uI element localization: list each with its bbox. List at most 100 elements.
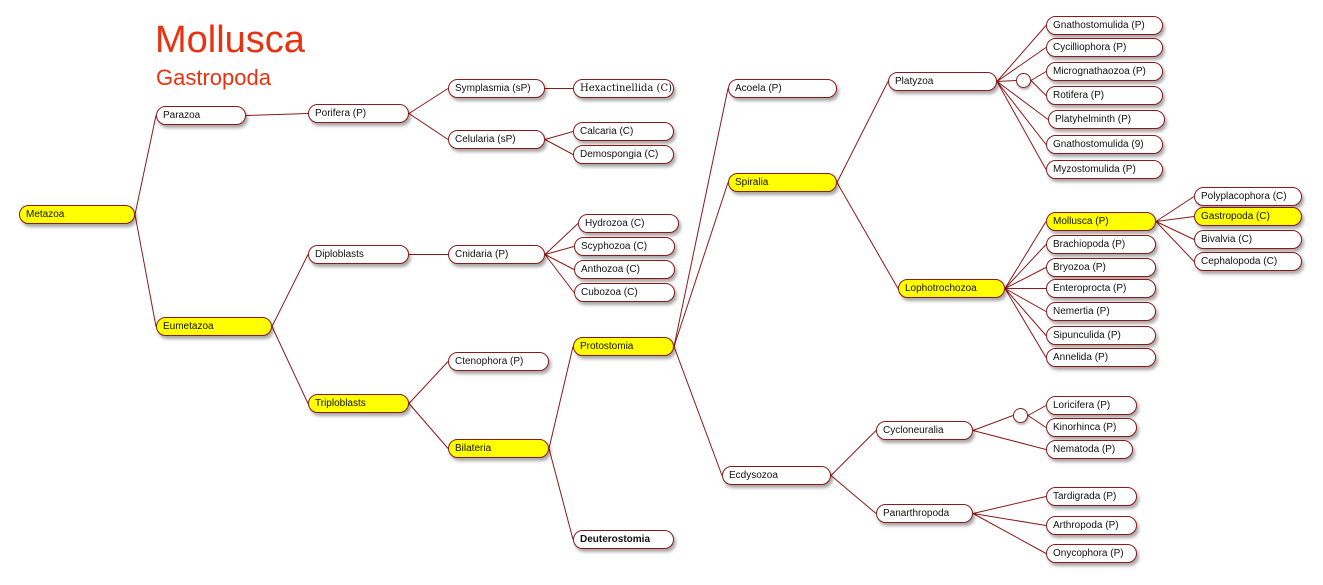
node-calcaria[interactable]: Calcaria (C) [573, 122, 674, 141]
edge-mollusca-cephalopoda [1155, 221, 1195, 262]
edge-mollusca-bivalvia [1155, 221, 1195, 240]
edge-triploblasts-ctenophora [408, 361, 449, 404]
node-anthozoa[interactable]: Anthozoa (C) [574, 260, 675, 279]
node-diploblasts[interactable]: Diploblasts [308, 245, 409, 264]
edge-cycloneuralia-cyclo-circle [972, 415, 1014, 431]
edge-eumetazoa-diploblasts [271, 254, 309, 327]
edge-lophotrochozoa-annelida [1004, 288, 1047, 358]
node-myzostomulida[interactable]: Myzostomulida (P) [1046, 160, 1163, 179]
edge-celularia-demospongia [544, 139, 574, 155]
node-lophotrochozoa[interactable]: Lophotrochozoa [898, 279, 1005, 298]
node-enteroprocta[interactable]: Enteroprocta (P) [1046, 279, 1156, 298]
node-parazoa[interactable]: Parazoa [156, 106, 246, 125]
edge-bilateria-deuterostomia [548, 448, 574, 540]
polytomy-marker [1016, 73, 1031, 88]
node-symplasmia[interactable]: Symplasmia (sP) [448, 79, 545, 98]
node-gnathostomulida-9[interactable]: Gnathostomulida (9) [1046, 135, 1163, 154]
node-ctenophora[interactable]: Ctenophora (P) [448, 352, 549, 371]
edge-celularia-calcaria [544, 131, 574, 140]
node-scyphozoa[interactable]: Scyphozoa (C) [574, 237, 675, 256]
node-tardigrada[interactable]: Tardigrada (P) [1046, 487, 1137, 506]
edge-ecdysozoa-cycloneuralia [830, 430, 877, 476]
edge-platyzoa-platyzoa-circle [996, 80, 1017, 82]
node-protostomia[interactable]: Protostomia [573, 337, 674, 356]
edge-panarthropoda-onycophora [972, 513, 1047, 554]
node-platyhelminth[interactable]: Platyhelminth (P) [1048, 110, 1165, 129]
edge-lophotrochozoa-sipunculida [1004, 288, 1047, 336]
edge-lophotrochozoa-mollusca [1004, 221, 1047, 289]
node-annelida[interactable]: Annelida (P) [1046, 348, 1156, 367]
edge-platyzoa-cycilliophora [996, 47, 1047, 82]
edge-cnidaria-anthozoa [544, 254, 575, 270]
page-subtitle: Gastropoda [156, 65, 271, 90]
node-kinorhinca[interactable]: Kinorhinca (P) [1046, 418, 1137, 437]
edge-bilateria-protostomia [548, 346, 574, 449]
node-cycilliophora[interactable]: Cycilliophora (P) [1046, 38, 1163, 57]
node-spiralia[interactable]: Spiralia [728, 173, 837, 192]
edge-panarthropoda-arthropoda [972, 513, 1047, 526]
node-arthropoda[interactable]: Arthropoda (P) [1046, 516, 1137, 535]
edge-lophotrochozoa-bryozoa [1004, 267, 1047, 289]
node-cubozoa[interactable]: Cubozoa (C) [574, 283, 675, 302]
edge-cnidaria-hydrozoa [544, 223, 579, 255]
node-mollusca[interactable]: Mollusca (P) [1046, 212, 1156, 231]
node-sipunculida[interactable]: Sipunculida (P) [1046, 326, 1156, 345]
node-cephalopoda[interactable]: Cephalopoda (C) [1194, 252, 1302, 271]
edge-mollusca-polyplacophora [1155, 196, 1195, 222]
node-nemertia[interactable]: Nemertia (P) [1046, 302, 1156, 321]
node-nematoda[interactable]: Nematoda (P) [1046, 440, 1133, 459]
node-eumetazoa[interactable]: Eumetazoa [156, 317, 272, 336]
node-acoela[interactable]: Acoela (P) [728, 79, 837, 98]
edge-metazoa-eumetazoa [134, 214, 157, 327]
edge-cnidaria-scyphozoa [544, 246, 575, 255]
edge-cyclo-circle-kinorhinca [1027, 415, 1047, 428]
node-bivalvia[interactable]: Bivalvia (C) [1194, 230, 1302, 249]
node-celularia[interactable]: Celularia (sP) [448, 130, 545, 149]
edge-cnidaria-cubozoa [544, 254, 575, 293]
edge-spiralia-lophotrochozoa [836, 182, 899, 289]
node-onycophora[interactable]: Onycophora (P) [1046, 544, 1137, 563]
edge-mollusca-gastropoda [1155, 216, 1195, 222]
node-micrognathaozoa[interactable]: Micrognathaozoa (P) [1046, 62, 1163, 81]
node-rotifera[interactable]: Rotifera (P) [1046, 86, 1163, 105]
node-cycloneuralia[interactable]: Cycloneuralia [876, 421, 973, 440]
edge-platyzoa-circle-rotifera [1030, 80, 1047, 96]
edge-lophotrochozoa-nemertia [1004, 288, 1047, 312]
edge-triploblasts-bilateria [408, 403, 449, 449]
edge-protostomia-acoela [673, 88, 729, 347]
node-deuterostomia[interactable]: Deuterostomia [573, 530, 674, 549]
edge-porifera-celularia [408, 113, 449, 140]
edge-lophotrochozoa-brachiopoda [1004, 244, 1047, 289]
node-brachiopoda[interactable]: Brachiopoda (P) [1046, 235, 1156, 254]
edge-platyzoa-gnathostomulida [996, 25, 1047, 82]
node-gastropoda[interactable]: Gastropoda (C) [1194, 207, 1302, 226]
edge-platyzoa-circle-micrognathaozoa [1030, 71, 1047, 81]
node-polyplacophora[interactable]: Polyplacophora (C) [1194, 187, 1302, 206]
edge-spiralia-platyzoa [836, 81, 889, 183]
edge-parazoa-porifera [245, 113, 309, 116]
node-panarthropoda[interactable]: Panarthropoda [876, 504, 973, 523]
page-title: Mollusca [155, 19, 305, 61]
node-cnidaria[interactable]: Cnidaria (P) [448, 245, 545, 264]
node-bilateria[interactable]: Bilateria [448, 439, 549, 458]
edge-panarthropoda-tardigrada [972, 496, 1047, 514]
edge-cyclo-circle-loricifera [1027, 405, 1047, 416]
node-bryozoa[interactable]: Bryozoa (P) [1046, 258, 1156, 277]
node-ecdysozoa[interactable]: Ecdysozoa [722, 466, 831, 485]
node-demospongia[interactable]: Demospongia (C) [573, 145, 674, 164]
edge-platyzoa-platyhelminth [996, 81, 1049, 120]
edge-protostomia-ecdysozoa [673, 346, 723, 476]
node-triploblasts[interactable]: Triploblasts [308, 394, 409, 413]
node-platyzoa[interactable]: Platyzoa [888, 72, 997, 91]
edge-metazoa-parazoa [134, 115, 157, 215]
node-hexactinellida[interactable]: Hexactinellida (C) [573, 79, 674, 98]
node-gnathostomulida[interactable]: Gnathostomulida (P) [1046, 16, 1163, 35]
edge-cycloneuralia-nematoda [972, 430, 1047, 450]
node-hydrozoa[interactable]: Hydrozoa (C) [578, 214, 679, 233]
node-metazoa[interactable]: Metazoa [19, 205, 135, 224]
polytomy-marker [1013, 408, 1028, 423]
edge-platyzoa-gnathostomulida9 [996, 81, 1047, 145]
node-porifera[interactable]: Porifera (P) [308, 104, 409, 123]
node-loricifera[interactable]: Loricifera (P) [1046, 396, 1137, 415]
